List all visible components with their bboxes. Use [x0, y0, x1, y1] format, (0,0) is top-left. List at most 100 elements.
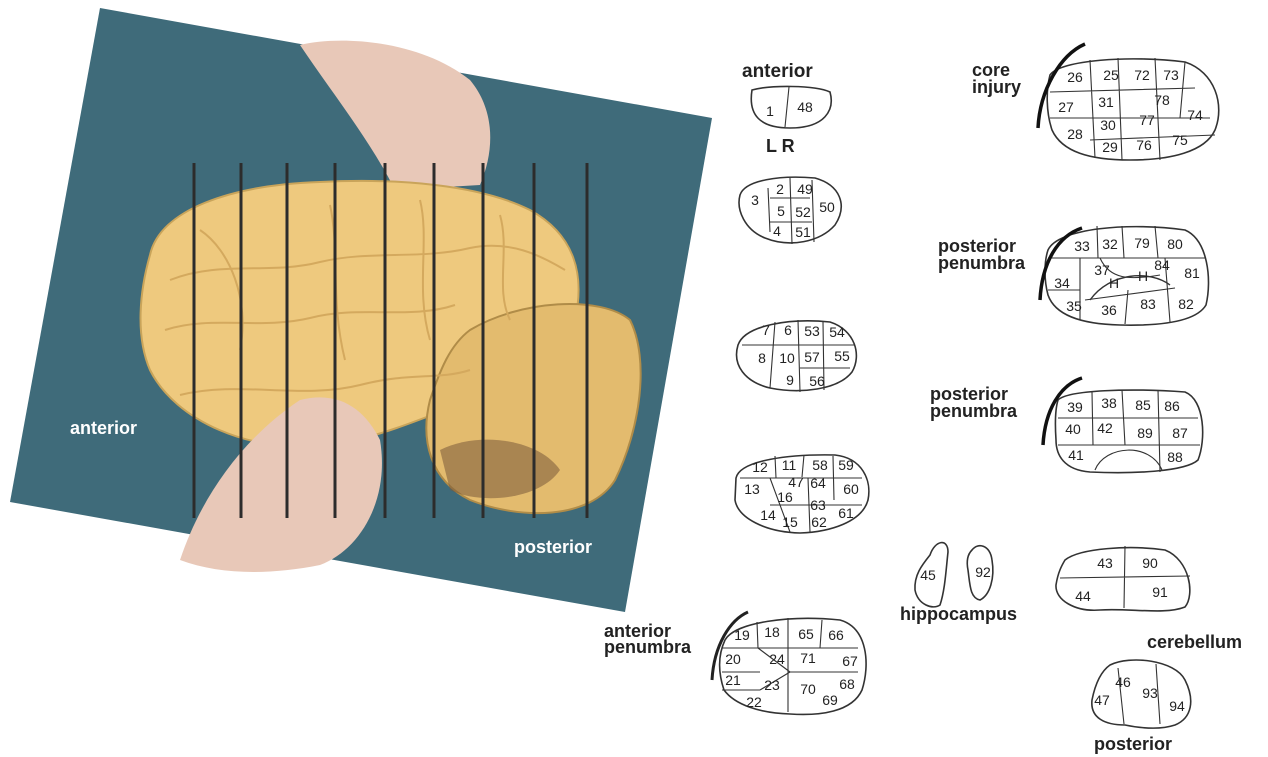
region-label: 4	[773, 223, 781, 239]
region-label: 32	[1102, 236, 1118, 252]
region-label: 82	[1178, 296, 1194, 312]
region-label: 26	[1067, 69, 1083, 85]
region-label: 7	[762, 322, 770, 338]
region-label: 76	[1136, 137, 1152, 153]
region-label: 19	[734, 627, 750, 643]
section-4: 12 11 58 59 13 47 64 60 16 63 14 15 62 6…	[735, 455, 869, 533]
region-label: 42	[1097, 420, 1113, 436]
region-label: 37	[1094, 262, 1110, 278]
region-label: 49	[797, 181, 813, 197]
region-label: 62	[811, 514, 827, 530]
region-label: 81	[1184, 265, 1200, 281]
region-label: 12	[752, 459, 768, 475]
region-label: 24	[769, 651, 785, 667]
region-label: 39	[1067, 399, 1083, 415]
brain-photo: anterior posterior	[10, 8, 712, 612]
anterior-penumbra-label-2: penumbra	[604, 637, 692, 657]
section-7: 33 32 79 80 37 84 81 34 H H 35 36 83 82 …	[938, 226, 1208, 325]
region-label: 80	[1167, 236, 1183, 252]
region-label: H	[1138, 268, 1148, 284]
region-label: H	[1109, 275, 1119, 291]
region-label: 66	[828, 627, 844, 643]
region-label: 68	[839, 676, 855, 692]
anterior-header: anterior	[742, 61, 813, 82]
region-label: 58	[812, 457, 828, 473]
region-label: 34	[1054, 275, 1070, 291]
region-label: 59	[838, 457, 854, 473]
posterior-penumbra-label-2: penumbra	[938, 253, 1026, 273]
region-label: 53	[804, 323, 820, 339]
region-label: 48	[797, 99, 813, 115]
region-label: 28	[1067, 126, 1083, 142]
region-label: 93	[1142, 685, 1158, 701]
posterior-penumbra-2-label-2: penumbra	[930, 401, 1018, 421]
hippocampus-sections: 45 92 hippocampus	[900, 543, 1017, 624]
photo-label-anterior: anterior	[70, 418, 137, 438]
region-label: 71	[800, 650, 816, 666]
region-label: 64	[810, 475, 826, 491]
region-label: 20	[725, 651, 741, 667]
region-label: 25	[1103, 67, 1119, 83]
left-right-label: L R	[766, 136, 795, 156]
region-label: 36	[1101, 302, 1117, 318]
region-label: 6	[784, 322, 792, 338]
region-label: 89	[1137, 425, 1153, 441]
region-label: 86	[1164, 398, 1180, 414]
region-label: 51	[795, 224, 811, 240]
region-label: 88	[1167, 449, 1183, 465]
region-label: 8	[758, 350, 766, 366]
region-label: 41	[1068, 447, 1084, 463]
region-label: 84	[1154, 257, 1170, 273]
section-8: 39 38 85 86 40 42 89 87 41 88 posterior …	[930, 378, 1203, 473]
region-label: 21	[725, 672, 741, 688]
region-label: 60	[843, 481, 859, 497]
region-label: 50	[819, 199, 835, 215]
region-label: 44	[1075, 588, 1091, 604]
region-label: 54	[829, 324, 845, 340]
region-label: 69	[822, 692, 838, 708]
region-label: 3	[751, 192, 759, 208]
cerebellum-label: cerebellum	[1147, 632, 1242, 652]
core-injury-label-2: injury	[972, 77, 1021, 97]
region-label: 91	[1152, 584, 1168, 600]
region-label: 14	[760, 507, 776, 523]
region-label: 47	[1094, 692, 1110, 708]
region-label: 94	[1169, 698, 1185, 714]
region-label: 5	[777, 203, 785, 219]
region-label: 85	[1135, 397, 1151, 413]
posterior-footer-label: posterior	[1094, 734, 1172, 754]
photo-label-posterior: posterior	[514, 537, 592, 557]
region-label: 70	[800, 681, 816, 697]
region-label: 57	[804, 349, 820, 365]
region-label: 31	[1098, 94, 1114, 110]
region-label: 47	[788, 474, 804, 490]
region-label: 65	[798, 626, 814, 642]
region-label: 56	[809, 373, 825, 389]
region-label: 10	[779, 350, 795, 366]
region-label: 38	[1101, 395, 1117, 411]
region-label: 45	[920, 567, 936, 583]
region-label: 74	[1187, 107, 1203, 123]
region-label: 11	[782, 457, 797, 473]
region-label: 75	[1172, 132, 1188, 148]
region-label: 40	[1065, 421, 1081, 437]
region-label: 61	[838, 505, 854, 521]
region-label: 77	[1139, 112, 1155, 128]
region-label: 15	[782, 514, 798, 530]
region-label: 83	[1140, 296, 1156, 312]
region-label: 46	[1115, 674, 1131, 690]
region-label: 52	[795, 204, 811, 220]
region-label: 87	[1172, 425, 1188, 441]
region-label: 18	[764, 624, 780, 640]
region-label: 23	[764, 677, 780, 693]
region-label: 27	[1058, 99, 1074, 115]
region-label: 63	[810, 497, 826, 513]
region-label: 29	[1102, 139, 1118, 155]
section-1: 1 48	[751, 86, 831, 128]
section-3: 7 6 53 54 8 10 57 55 9 56	[737, 320, 857, 392]
region-label: 73	[1163, 67, 1179, 83]
region-label: 92	[975, 564, 991, 580]
hippocampus-label: hippocampus	[900, 604, 1017, 624]
